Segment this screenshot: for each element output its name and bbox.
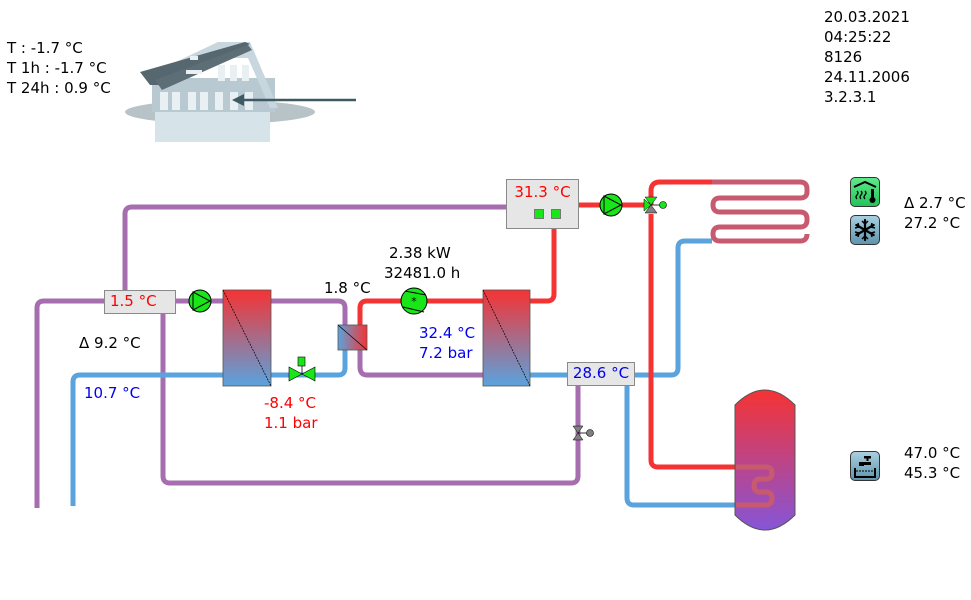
outdoor-temp: T : -1.7 °C xyxy=(7,39,83,57)
brine-in-sensor: 1.5 °C xyxy=(104,290,176,314)
snowflake-icon xyxy=(854,218,876,242)
evaporator-heat-exchanger xyxy=(222,289,272,387)
expansion-valve-icon[interactable] xyxy=(288,356,316,382)
outdoor-temp-1h: T 1h : -1.7 °C xyxy=(7,59,107,77)
brine-delta: Δ 9.2 °C xyxy=(79,334,141,352)
condenser-heat-exchanger xyxy=(482,289,531,387)
serial-number: 8126 xyxy=(824,48,863,66)
evaporator-out-temp: 1.8 °C xyxy=(324,279,371,297)
current-time: 04:25:22 xyxy=(824,28,892,46)
high-pressure-temp: 32.4 °C xyxy=(419,324,476,342)
heating-pump-icon[interactable] xyxy=(599,193,623,217)
status-led-2 xyxy=(551,209,561,219)
faucet-tub-icon xyxy=(854,456,876,478)
arrow-head-icon xyxy=(232,94,244,106)
cold-pipes xyxy=(70,238,736,508)
cooling-mode-button[interactable] xyxy=(850,215,880,245)
house-illustration xyxy=(125,42,315,142)
compressor-power: 2.38 kW xyxy=(389,244,451,262)
heating-flow-temp: 31.3 °C xyxy=(514,183,571,201)
compressor-icon[interactable]: * xyxy=(400,287,428,315)
hot-pipes xyxy=(357,179,736,470)
heating-circuit-delta: Δ 2.7 °C xyxy=(904,194,966,212)
hot-water-temp: 47.0 °C xyxy=(904,444,961,462)
outdoor-temp-24h: T 24h : 0.9 °C xyxy=(7,79,111,97)
hot-water-button[interactable] xyxy=(850,451,880,481)
current-date: 20.03.2021 xyxy=(824,8,910,26)
software-version: 3.2.3.1 xyxy=(824,88,877,106)
three-way-valve-heating-icon[interactable] xyxy=(643,196,667,214)
brine-pump-icon[interactable] xyxy=(188,289,212,313)
heating-return-sensor: 28.6 °C xyxy=(567,362,635,386)
internal-heat-exchanger xyxy=(337,324,368,351)
floor-heating-coil xyxy=(710,179,810,244)
heating-flow-sensor: 31.3 °C xyxy=(506,179,579,229)
hot-water-tank xyxy=(734,389,796,531)
compressor-hours: 32481.0 h xyxy=(384,264,461,282)
brine-in-temp: 1.5 °C xyxy=(110,292,157,310)
heating-circuit-temp: 27.2 °C xyxy=(904,214,961,232)
mixing-valve-icon[interactable] xyxy=(572,425,594,441)
status-led-1 xyxy=(534,209,544,219)
low-pressure-value: 1.1 bar xyxy=(264,414,318,432)
svg-text:*: * xyxy=(411,295,417,308)
heating-mode-button[interactable] xyxy=(850,177,880,207)
low-pressure-temp: -8.4 °C xyxy=(264,394,317,412)
brine-return-temp: 10.7 °C xyxy=(84,384,141,402)
floor-heating-icon xyxy=(853,180,877,203)
hot-water-target: 45.3 °C xyxy=(904,464,961,482)
heating-return-temp: 28.6 °C xyxy=(572,364,630,382)
high-pressure-value: 7.2 bar xyxy=(419,344,473,362)
install-date: 24.11.2006 xyxy=(824,68,910,86)
